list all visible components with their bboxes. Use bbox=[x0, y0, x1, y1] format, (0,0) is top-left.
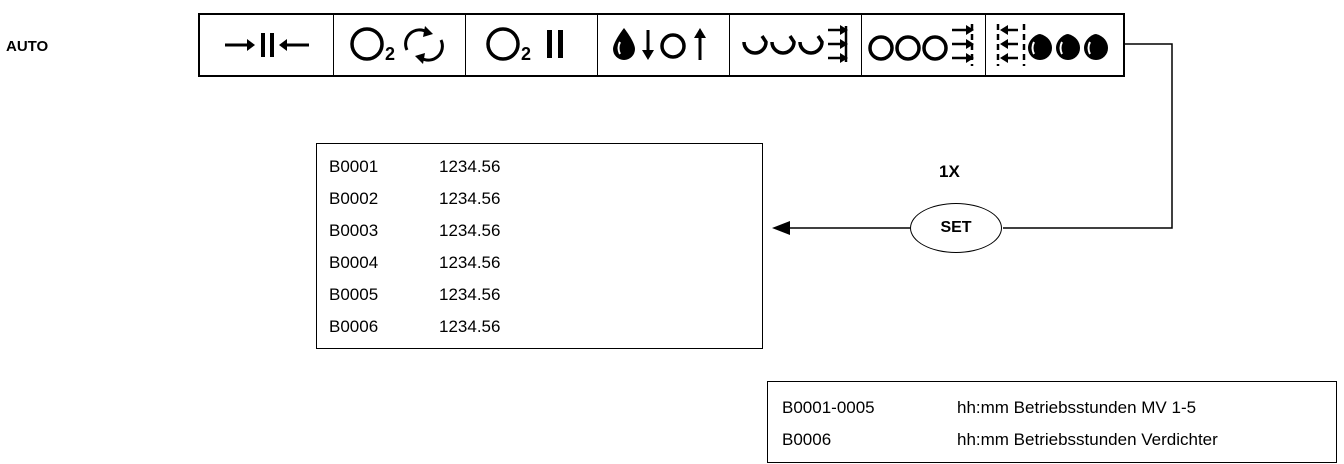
readout-row: B0002 1234.56 bbox=[317, 183, 762, 215]
readout-value: 1234.56 bbox=[439, 285, 501, 304]
mode-label: AUTO bbox=[6, 38, 49, 55]
set-button[interactable]: SET bbox=[910, 203, 1002, 253]
readout-code: B0004 bbox=[329, 253, 379, 272]
legend-text: hh:mm Betriebsstunden MV 1-5 bbox=[957, 398, 1197, 417]
readout-code: B0005 bbox=[329, 285, 379, 304]
readout-value: 1234.56 bbox=[439, 253, 501, 272]
readout-row: B0003 1234.56 bbox=[317, 215, 762, 247]
readout-row: B0004 1234.56 bbox=[317, 247, 762, 279]
arrow-left-icon bbox=[772, 221, 790, 235]
status-icon-bar: 2 2 bbox=[198, 13, 1125, 77]
readout-value: 1234.56 bbox=[439, 317, 501, 336]
readout-value: 1234.56 bbox=[439, 221, 501, 240]
readout-panel: B0001 1234.56 B0002 1234.56 B0003 1234.5… bbox=[316, 143, 763, 349]
legend-text: hh:mm Betriebsstunden Verdichter bbox=[957, 430, 1218, 449]
readout-code: B0003 bbox=[329, 221, 379, 240]
svg-text:2: 2 bbox=[385, 44, 395, 64]
readout-value: 1234.56 bbox=[439, 189, 501, 208]
readout-row: B0005 1234.56 bbox=[317, 279, 762, 311]
stop-pause-icon bbox=[200, 15, 334, 75]
readout-row: B0001 1234.56 bbox=[317, 151, 762, 183]
readout-value: 1234.56 bbox=[439, 157, 501, 176]
legend-code: B0006 bbox=[782, 430, 832, 449]
o2-pause-icon: 2 bbox=[466, 15, 598, 75]
three-open-arrows-icon bbox=[730, 15, 862, 75]
press-count-label: 1X bbox=[939, 162, 960, 181]
readout-code: B0001 bbox=[329, 157, 379, 176]
readout-code: B0002 bbox=[329, 189, 379, 208]
legend-panel: B0001-0005 hh:mm Betriebsstunden MV 1-5 … bbox=[767, 381, 1337, 463]
three-circles-arrows-icon bbox=[862, 15, 986, 75]
legend-code: B0001-0005 bbox=[782, 398, 875, 417]
legend-row: B0006 hh:mm Betriebsstunden Verdichter bbox=[768, 424, 1336, 456]
legend-row: B0001-0005 hh:mm Betriebsstunden MV 1-5 bbox=[768, 392, 1336, 424]
o2-cycle-icon: 2 bbox=[334, 15, 466, 75]
readout-code: B0006 bbox=[329, 317, 379, 336]
readout-row: B0006 1234.56 bbox=[317, 311, 762, 343]
svg-text:2: 2 bbox=[521, 44, 531, 64]
arrows-three-drops-icon bbox=[986, 15, 1123, 75]
drop-down-o-up-icon bbox=[598, 15, 730, 75]
